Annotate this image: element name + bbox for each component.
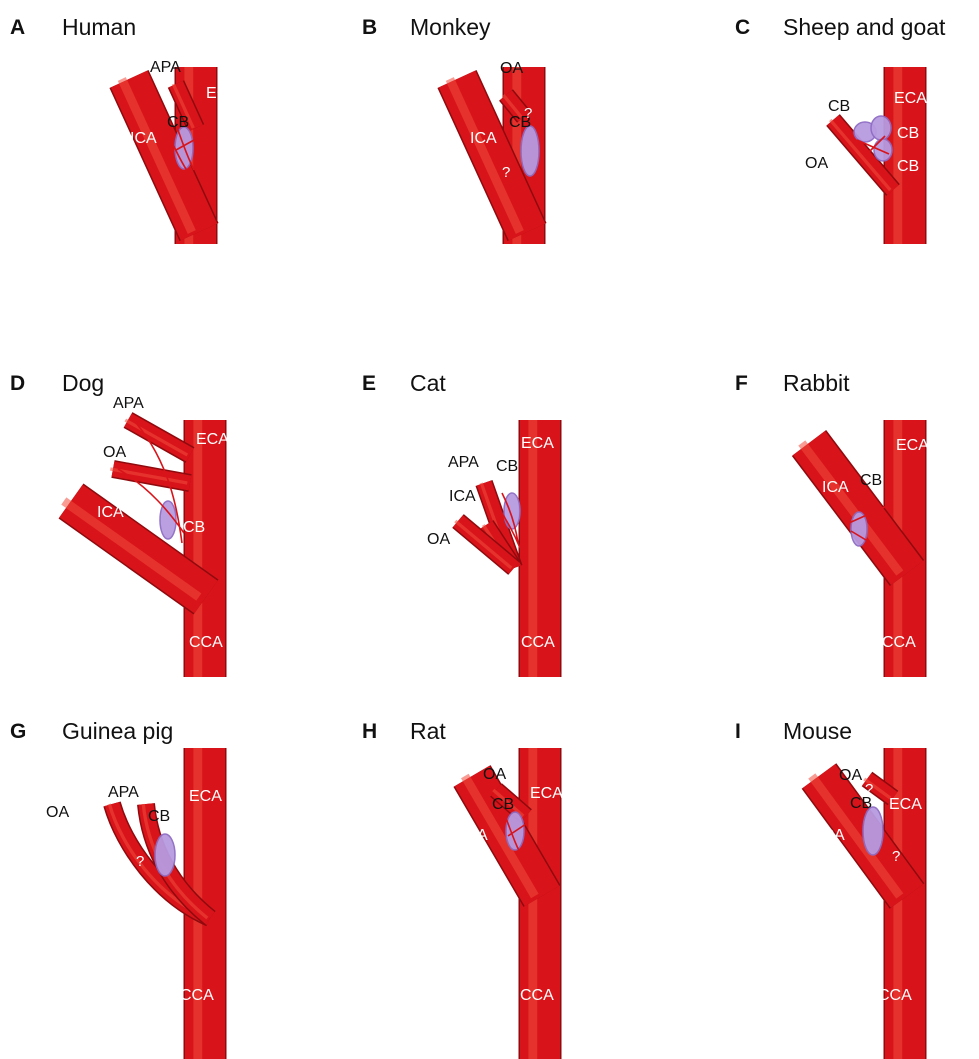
panel-title: Cat (410, 370, 446, 396)
panel-title: Dog (62, 370, 104, 396)
label-eca: ECA (206, 85, 239, 102)
question-mark: ? (502, 164, 510, 181)
label-cb: CB (897, 158, 919, 175)
carotid-body (851, 512, 867, 546)
label-cb: CB (828, 98, 850, 115)
label-cca: CCA (197, 290, 231, 307)
label-eca: ECA (896, 437, 929, 454)
label-oa: OA (805, 155, 828, 172)
label-eca: ECA (889, 796, 922, 813)
panel-title: Guinea pig (62, 718, 173, 744)
label-cca: CCA (521, 634, 555, 651)
label-oa: OA (483, 766, 506, 783)
label-eca: ECA (530, 785, 563, 802)
label-apa: APA (448, 454, 479, 471)
vessel-highlight (64, 501, 199, 597)
label-cb: CB (496, 458, 518, 475)
label-cb: CB (860, 472, 882, 489)
panel-title: Monkey (410, 14, 491, 40)
label-cca: CCA (189, 634, 223, 651)
label-eca: ECA (189, 788, 222, 805)
label-ica: ICA (818, 827, 845, 844)
question-mark: ? (136, 853, 144, 870)
carotid-body (521, 126, 539, 176)
panel-title: Human (62, 14, 136, 40)
panel-mouse: IMouseOAECACBICA??CCA (653, 706, 979, 1059)
label-eca: ECA (546, 85, 579, 102)
label-apa: APA (150, 59, 181, 76)
label-ica: ICA (449, 488, 476, 505)
panel-letter: I (735, 720, 741, 743)
label-ica: ICA (470, 130, 497, 147)
label-cb: CB (183, 519, 205, 536)
label-cb: CB (148, 808, 170, 825)
question-mark: ? (524, 105, 532, 122)
panel-title: Mouse (783, 718, 852, 744)
label-cb: CB (167, 114, 189, 131)
panel-letter: E (362, 372, 376, 395)
carotid-body (874, 139, 892, 161)
panel-letter: C (735, 16, 750, 39)
label-apa: APA (108, 784, 139, 801)
label-oa: OA (839, 767, 862, 784)
panel-title: Sheep and goat (783, 14, 946, 40)
label-cca: CCA (180, 987, 214, 1004)
label-cca: CCA (882, 634, 916, 651)
label-cca: CCA (878, 987, 912, 1004)
label-eca: ECA (894, 90, 927, 107)
label-eca: ECA (196, 431, 229, 448)
label-oa: OA (500, 60, 523, 77)
panel-letter: G (10, 720, 26, 743)
label-oa: OA (103, 444, 126, 461)
label-ica: ICA (461, 827, 488, 844)
label-oa: OA (46, 804, 69, 821)
carotid-body (504, 493, 520, 529)
carotid-body (863, 807, 883, 855)
carotid-body (155, 834, 175, 876)
label-cca: CCA (520, 987, 554, 1004)
label-cca: CCA (892, 290, 926, 307)
label-ica: ICA (822, 479, 849, 496)
label-eca: ECA (521, 435, 554, 452)
label-cb: CB (897, 125, 919, 142)
label-cca: CCA (536, 290, 570, 307)
label-oa: OA (427, 531, 450, 548)
question-mark: ? (554, 147, 562, 164)
question-mark: ? (892, 848, 900, 865)
panel-title: Rabbit (783, 370, 850, 396)
panel-letter: H (362, 720, 377, 743)
panel-letter: F (735, 372, 748, 395)
panel-letter: A (10, 16, 25, 39)
carotid-body (871, 116, 891, 140)
label-ica: ICA (97, 504, 124, 521)
label-cb: CB (492, 796, 514, 813)
panel-letter: B (362, 16, 377, 39)
label-apa: APA (113, 395, 144, 412)
question-mark: ? (865, 781, 873, 798)
panel-title: Rat (410, 718, 446, 744)
vessel-highlight (125, 420, 187, 455)
label-ica: ICA (130, 130, 157, 147)
panel-letter: D (10, 372, 25, 395)
